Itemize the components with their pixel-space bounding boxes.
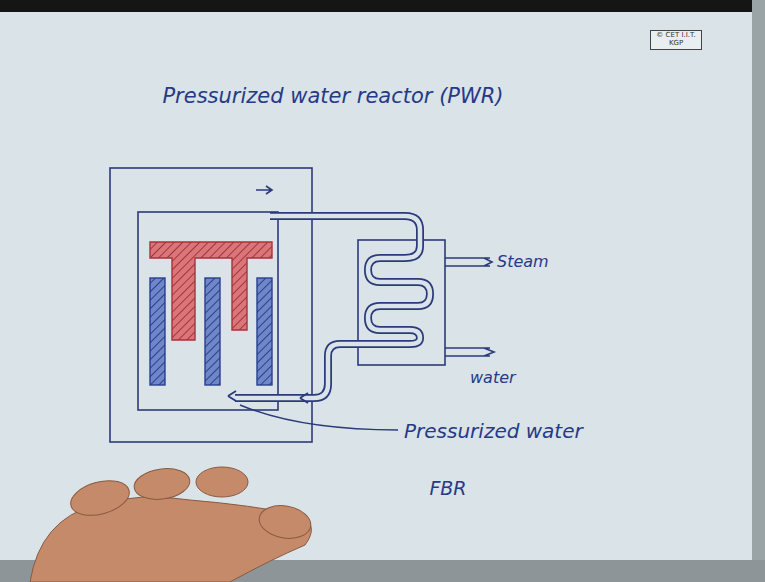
outlet-label-holder: Steam <box>497 252 549 271</box>
inlet-label: water <box>470 368 516 387</box>
diagram-title-holder: Pressurized water reactor (PWR) <box>162 84 503 108</box>
note-label-holder: FBR <box>429 478 466 500</box>
coolant-label: Pressurized water <box>401 419 586 443</box>
outlet-label: Steam <box>497 252 549 271</box>
watermark: © CET I.I.T. KGP <box>650 30 702 49</box>
watermark-holder: © CET I.I.T. KGP <box>650 30 702 49</box>
diagram-title: Pressurized water reactor (PWR) <box>162 84 503 108</box>
note-label: FBR <box>429 477 466 499</box>
inlet-label-holder: water <box>470 368 516 387</box>
coolant-label-holder: Pressurized water <box>401 420 586 443</box>
